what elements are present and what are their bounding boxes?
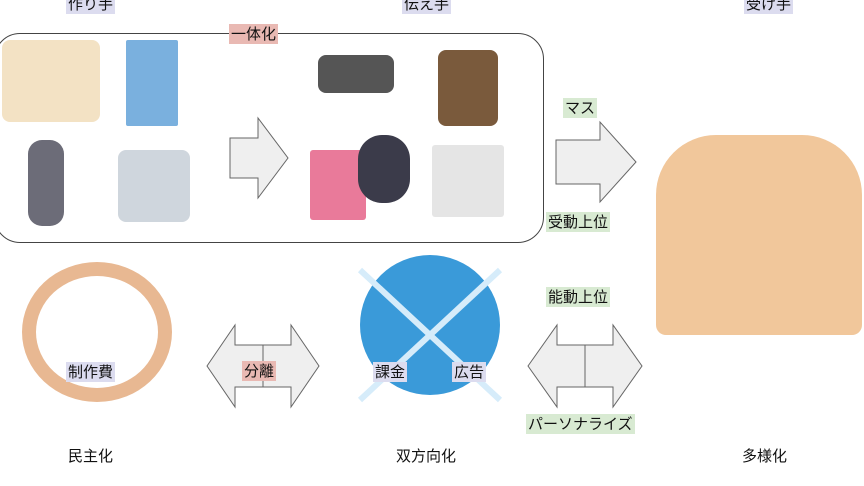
integration-label: 一体化 [229,24,279,44]
arrow-right-icon [229,116,289,200]
editor-illustration [118,150,190,222]
magazine-illustration [310,150,366,220]
personalize-label: パーソナライズ [526,414,635,434]
header-makers: 作り手 [66,0,116,14]
bag-illustration [358,135,410,203]
footer-democratization: 民主化 [68,447,114,465]
active-label: 能動上位 [546,287,611,307]
television-illustration [438,50,498,126]
mass-label: マス [563,98,598,118]
passive-label: 受動上位 [546,212,611,232]
businessman-illustration [28,140,64,226]
tv-station-illustration [126,40,178,126]
header-receivers: 受け手 [744,0,794,14]
header-carriers: 伝え手 [402,0,452,14]
ads-label: 広告 [452,362,487,382]
production-cost-label: 制作費 [66,362,116,382]
mass-arrow-icon [555,120,637,204]
interview-illustration [2,40,100,122]
radio-illustration [318,55,394,93]
billing-label: 課金 [373,362,408,382]
crowd-illustration [656,135,862,335]
newspaper-illustration [432,145,504,217]
footer-diversification: 多様化 [742,447,788,465]
bidirectional-arrow-icon [527,323,643,409]
separation-label: 分離 [242,361,277,381]
footer-interactive: 双方向化 [396,447,457,465]
